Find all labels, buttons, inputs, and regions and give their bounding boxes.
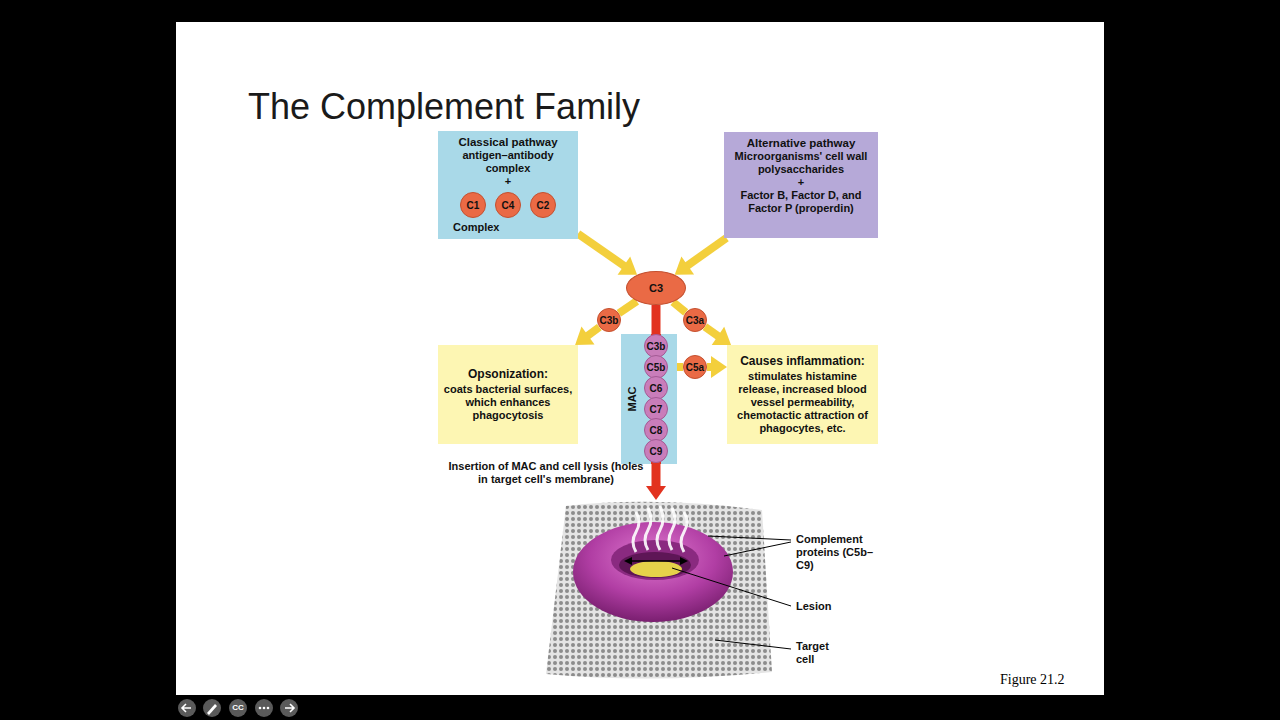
arrow-shaft (705, 327, 719, 337)
callout-label: Complement proteins (C5b–C9) (796, 533, 876, 572)
width-arrow (624, 557, 688, 565)
arrow-shaft (578, 234, 625, 267)
player-controls (178, 699, 298, 717)
pathway-arrow (619, 301, 637, 313)
lysis-arrow (646, 464, 666, 500)
complement-circle: C4 (495, 192, 521, 218)
pathway-arrow (656, 305, 657, 334)
node-text: C3b (600, 315, 619, 326)
box-heading: Classical pathway (443, 136, 573, 149)
pathway-box: Alternative pathwayMicroorganisms' cell … (724, 132, 878, 238)
pathway-arrow (705, 327, 731, 345)
arrow-head (711, 356, 727, 378)
leader-lines (672, 536, 791, 649)
complement-circle: C3b (597, 308, 621, 332)
node-text: C3 (649, 283, 663, 294)
node-text: C6 (650, 383, 663, 394)
arrow-shaft (673, 302, 686, 312)
target-membrane (546, 502, 772, 679)
callout-label: Target cell (796, 640, 846, 666)
ring-hole (619, 552, 691, 578)
arrow-head (575, 327, 594, 345)
complement-circle: C5a (683, 355, 707, 379)
arrow-shaft (687, 238, 727, 266)
circle-row: C1 C4 C2 (443, 191, 573, 219)
mac-band: MAC C3bC5bC6C7C8C9 (621, 334, 677, 464)
outcome-box: Opsonization: coats bacterial surfaces, w… (438, 345, 578, 444)
pathway-arrow (673, 302, 686, 312)
node-text: C3b (647, 341, 666, 352)
arrow-head (618, 257, 638, 275)
node-text: C8 (650, 425, 663, 436)
arrow-head (712, 327, 731, 345)
node-text: coats bacterial surfaces, which enhances… (443, 383, 573, 422)
mac-component: C9 (644, 439, 668, 463)
process-note: Insertion of MAC and cell lysis (holes i… (444, 460, 648, 486)
node-text: + (729, 176, 873, 189)
node-text: C9 (650, 446, 663, 457)
c3-ellipse: C3 (626, 271, 686, 305)
ring-rim (611, 540, 699, 580)
node-text: C2 (537, 200, 550, 211)
node-text: C5b (647, 362, 666, 373)
complement-circle: C3a (683, 308, 707, 332)
node-text: C3a (686, 315, 704, 326)
pathway-arrow (675, 238, 727, 275)
node-text: MAC (626, 386, 639, 411)
node-text: Factor B, Factor D, and Factor P (proper… (729, 189, 873, 215)
slide-title: The Complement Family (248, 86, 640, 127)
pathway-arrow (707, 356, 727, 378)
box-heading: Causes inflammation: (732, 355, 873, 368)
node-text: Complex (443, 221, 573, 234)
callout-label: Lesion (796, 600, 856, 613)
pathway-arrow (578, 234, 637, 275)
node-text: C5a (686, 362, 704, 373)
node-text: stimulates histamine release, increased … (732, 370, 873, 435)
box-heading: Alternative pathway (729, 137, 873, 150)
arrow-head (675, 257, 694, 275)
node-text: Microorganisms' cell wall polysaccharide… (729, 150, 873, 176)
arrow-shaft (652, 305, 661, 334)
node-text: C7 (650, 404, 663, 415)
complement-circle: C1 (460, 192, 486, 218)
figure-number: Figure 21.2 (1000, 671, 1096, 688)
node-text: + (443, 175, 573, 188)
player-caption-icon: CC (229, 703, 247, 713)
node-text: C1 (467, 200, 480, 211)
complement-circle: C2 (530, 192, 556, 218)
box-heading: Opsonization: (443, 368, 573, 381)
node-text: C4 (502, 200, 515, 211)
node-text: antigen–antibody complex (443, 149, 573, 175)
arrow-shaft (619, 301, 637, 313)
leaking-contents (633, 506, 687, 552)
pathway-arrow (575, 327, 599, 345)
outcome-box: Causes inflammation: stimulates histamine… (727, 345, 878, 444)
complement-ring (573, 522, 733, 622)
pathway-box: Classical pathwayantigen–antibody comple… (438, 131, 578, 239)
arrow-shaft (587, 327, 599, 336)
